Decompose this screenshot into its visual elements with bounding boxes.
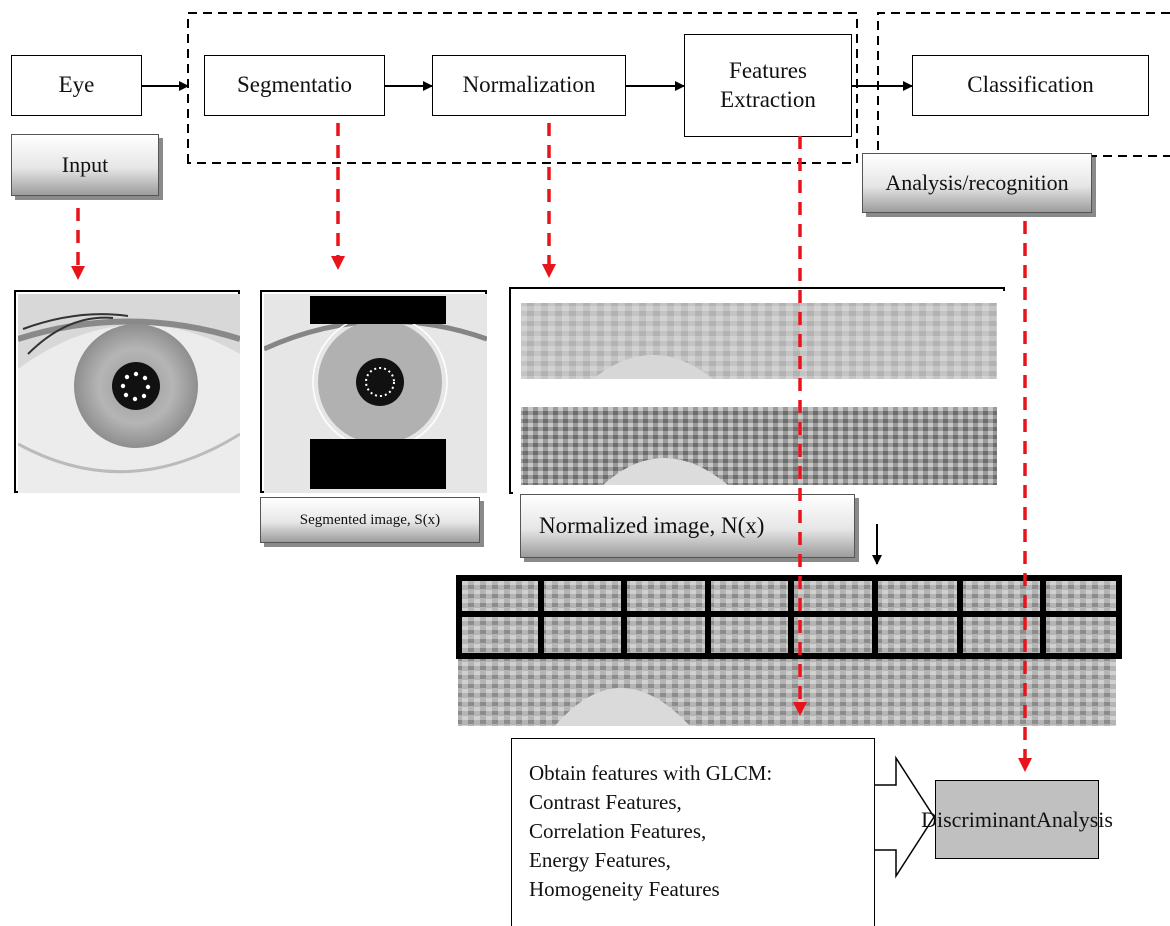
glcm-line-3: Correlation Features, — [529, 819, 707, 843]
red-arrowhead-features — [793, 702, 807, 716]
segmentation-label: Segmentatio — [237, 72, 352, 98]
red-arrowhead-segmentation — [331, 256, 345, 270]
dashed-region-classification — [877, 12, 1170, 157]
segmentation-box: Segmentatio — [204, 55, 385, 116]
normalized-image-frame — [509, 287, 1005, 494]
eye-label: Eye — [58, 72, 95, 98]
classification-label: Classification — [967, 72, 1094, 98]
analysis-recognition-box: Analysis/recognition — [862, 153, 1092, 213]
normalized-image — [513, 291, 1005, 494]
glcm-line-4: Energy Features, — [529, 848, 671, 872]
texture-arch — [555, 688, 690, 726]
segmented-image-label: Segmented image, S(x) — [299, 511, 441, 528]
eye-image-frame — [14, 290, 240, 493]
features-extraction-label-2: Extraction — [720, 86, 816, 112]
red-arrowhead-normalization — [542, 264, 556, 278]
analysis-recognition-label: Analysis/recognition — [885, 170, 1069, 195]
normalized-image-label: Normalized image, N(x) — [539, 513, 765, 538]
segmented-image-frame — [260, 290, 487, 493]
input-label-box: Input — [11, 134, 159, 196]
glcm-line-5: Homogeneity Features — [529, 877, 720, 901]
features-extraction-label-1: Features — [729, 57, 807, 83]
discriminant-label-2: Analysis — [1035, 806, 1113, 832]
input-label: Input — [61, 152, 109, 177]
red-arrowhead-input — [71, 266, 85, 280]
normalized-texture-strip — [458, 578, 1116, 726]
red-arrowhead-classification — [1018, 758, 1032, 772]
normalization-box: Normalization — [432, 55, 626, 116]
glcm-features-box: Obtain features with GLCM: Contrast Feat… — [511, 738, 875, 926]
discriminant-label-1: Discriminant — [921, 806, 1036, 832]
discriminant-analysis-box: Discriminant Analysis — [921, 780, 1113, 859]
glcm-line-1: Obtain features with GLCM: — [529, 761, 773, 785]
glcm-line-2: Contrast Features, — [529, 790, 682, 814]
normalization-label: Normalization — [462, 72, 596, 98]
classification-box: Classification — [912, 55, 1149, 116]
features-extraction-box: Features Extraction — [684, 34, 852, 137]
normalized-image-label-box: Normalized image, N(x) — [520, 494, 855, 558]
segmented-image-label-box: Segmented image, S(x) — [260, 497, 480, 543]
glcm-grid — [456, 575, 1122, 659]
hollow-arrow — [875, 755, 935, 879]
segmented-image — [264, 294, 487, 493]
dashed-region-preprocessing — [187, 12, 858, 164]
eye-box: Eye — [11, 55, 142, 116]
eye-image — [18, 294, 240, 493]
